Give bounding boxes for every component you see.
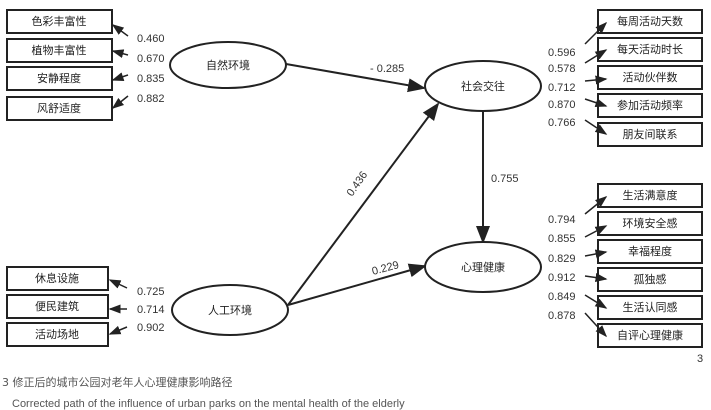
artificial-indicators: 休息设施 便民建筑 活动场地 0.725 0.714 0.902 — [6, 266, 165, 347]
indicator-box: 活动场地 — [6, 322, 109, 347]
loading-value: 0.712 — [548, 82, 576, 94]
loading-value: 0.725 — [137, 286, 165, 298]
indicator-label: 风舒适度 — [37, 101, 81, 115]
loading-value: 0.870 — [548, 99, 576, 111]
indicator-box: 色彩丰富性 — [6, 9, 113, 34]
natural-indicators: 色彩丰富性 植物丰富性 安静程度 风舒适度 0.460 0.670 0.835 … — [6, 9, 165, 121]
indicator-label: 每天活动时长 — [617, 42, 683, 56]
loading-value: 0.855 — [548, 233, 576, 245]
loading-value: 0.766 — [548, 117, 576, 129]
indicator-box: 休息设施 — [6, 266, 109, 291]
loading-arrow — [584, 312, 608, 338]
loading-arrow — [584, 98, 608, 107]
indicator-box: 每天活动时长 — [597, 37, 703, 62]
latent-label: 心理健康 — [461, 260, 505, 274]
loading-value: 0.912 — [548, 272, 576, 284]
page-number: 3 — [697, 353, 703, 365]
indicator-box: 朋友间联系 — [597, 122, 703, 147]
loading-arrow — [111, 95, 129, 109]
indicator-label: 生活认同感 — [623, 300, 678, 314]
loading-arrow — [584, 249, 608, 259]
caption-english: Corrected path of the influence of urban… — [12, 398, 405, 410]
indicator-label: 活动伙伴数 — [623, 71, 678, 84]
loading-value: 0.578 — [548, 63, 576, 75]
loading-arrow — [111, 49, 129, 59]
latent-artificial: 人工环境 — [171, 284, 289, 336]
loading-value: 0.849 — [548, 291, 576, 303]
loading-arrow — [108, 279, 128, 289]
indicator-label: 幸福程度 — [628, 244, 672, 258]
indicator-label: 休息设施 — [35, 271, 79, 285]
indicator-box: 植物丰富性 — [6, 38, 113, 63]
path-artificial-to-social — [287, 102, 440, 306]
loading-value: 0.835 — [137, 73, 165, 85]
loading-value: 0.829 — [548, 253, 576, 265]
loading-arrow — [584, 119, 608, 135]
loading-arrow — [584, 21, 608, 45]
indicator-label: 植物丰富性 — [32, 43, 87, 57]
indicator-label: 自评心理健康 — [617, 328, 683, 342]
social-indicators: 每周活动天数 每天活动时长 活动伙伴数 参加活动频率 朋友间联系 0.596 0… — [548, 9, 703, 147]
loading-value: 0.714 — [137, 304, 165, 316]
latent-natural: 自然环境 — [169, 41, 287, 89]
caption-chinese: 3 修正后的城市公园对老年人心理健康影响路径 — [2, 375, 233, 389]
loading-value: 0.794 — [548, 214, 576, 226]
indicator-label: 参加活动频率 — [617, 98, 683, 112]
loading-value: 0.882 — [137, 93, 165, 105]
indicator-box: 风舒适度 — [6, 96, 113, 121]
loading-arrow — [111, 72, 129, 81]
indicator-label: 活动场地 — [35, 327, 79, 341]
loading-arrow — [584, 196, 608, 215]
indicator-box: 环境安全感 — [597, 211, 703, 236]
loading-arrow — [584, 294, 608, 309]
indicator-box: 每周活动天数 — [597, 9, 703, 34]
indicator-label: 朋友间联系 — [623, 127, 678, 141]
path-coefficient: 0.755 — [491, 173, 519, 185]
indicator-box: 安静程度 — [6, 66, 113, 91]
loading-value: 0.878 — [548, 310, 576, 322]
latent-social: 社会交往 — [424, 60, 542, 112]
path-coefficient: - 0.285 — [370, 63, 404, 75]
loading-arrow — [111, 24, 129, 37]
indicator-box: 生活满意度 — [597, 183, 703, 208]
indicator-box: 孤独感 — [597, 267, 703, 292]
indicator-label: 色彩丰富性 — [32, 14, 87, 28]
indicator-label: 安静程度 — [37, 71, 81, 85]
latent-label: 人工环境 — [208, 303, 252, 317]
path-artificial-to-mental — [287, 263, 427, 306]
loading-arrow — [584, 225, 608, 238]
indicator-label: 生活满意度 — [623, 188, 678, 202]
path-natural-to-social — [285, 63, 426, 93]
indicator-box: 参加活动频率 — [597, 93, 703, 118]
indicator-box: 幸福程度 — [597, 239, 703, 264]
indicator-label: 便民建筑 — [35, 299, 79, 313]
indicator-box: 自评心理健康 — [597, 323, 703, 348]
indicator-label: 孤独感 — [634, 273, 667, 286]
indicator-box: 活动伙伴数 — [597, 65, 703, 90]
indicator-label: 环境安全感 — [623, 216, 678, 230]
latent-mental: 心理健康 — [424, 241, 542, 293]
latent-label: 社会交往 — [461, 79, 505, 93]
path-coefficient: 0.436 — [345, 169, 371, 198]
loading-value: 0.460 — [137, 33, 165, 45]
loading-value: 0.902 — [137, 322, 165, 334]
loading-arrow — [584, 75, 608, 85]
loading-arrow — [584, 49, 608, 64]
indicator-box: 便民建筑 — [6, 294, 109, 319]
loading-arrow — [584, 273, 608, 282]
latent-label: 自然环境 — [206, 58, 250, 72]
loading-value: 0.670 — [137, 53, 165, 65]
indicator-box: 生活认同感 — [597, 295, 703, 320]
loading-arrow — [108, 325, 128, 335]
indicator-label: 每周活动天数 — [617, 14, 683, 28]
loading-value: 0.596 — [548, 47, 576, 59]
mental-indicators: 生活满意度 环境安全感 幸福程度 孤独感 生活认同感 自评心理健康 0.794 … — [548, 183, 703, 348]
